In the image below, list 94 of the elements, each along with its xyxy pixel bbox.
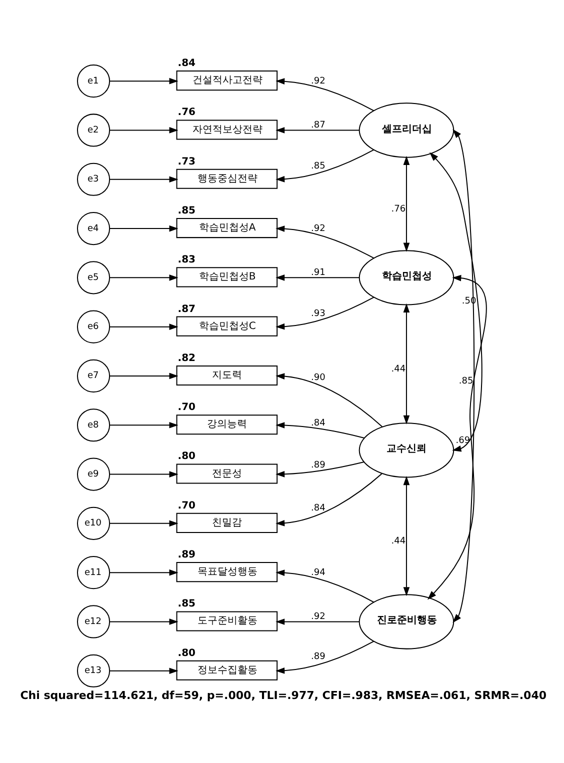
arrow: [110, 668, 178, 674]
arrow: [110, 78, 178, 84]
arrow: [110, 618, 178, 625]
node-box: 자연적보상전략: [176, 120, 278, 140]
edge-label: .85: [311, 162, 326, 172]
node-label: .73: [178, 156, 196, 168]
caption: Chi squared=114.621, df=59, p=.000, TLI=.977, CFI=.983, RMSEA=.061, SRMR=.040: [20, 688, 547, 702]
arrow: [276, 618, 360, 625]
node-label: .85: [178, 598, 196, 610]
arrow: [110, 176, 178, 183]
node-circle: e5: [76, 261, 110, 294]
arrow: [276, 570, 374, 603]
node-box: 지도력: [176, 365, 278, 386]
node-circle: e2: [76, 114, 110, 147]
edge-label: .87: [311, 120, 326, 130]
arrow: [430, 152, 482, 452]
arrow: [276, 640, 374, 674]
arrow: [110, 225, 178, 232]
edge-label: .93: [311, 309, 326, 319]
edge-label: .90: [311, 373, 326, 384]
node-label: .83: [178, 254, 196, 266]
node-label: .76: [178, 107, 196, 118]
arrow: [276, 127, 360, 134]
node-circle: e1: [76, 64, 110, 98]
node-box: 도구준비활동: [176, 611, 278, 632]
arrow: [110, 127, 178, 134]
edge-label: .89: [311, 652, 326, 662]
arrow: [110, 520, 178, 527]
node-ellipse: 진로준비행동: [358, 594, 454, 650]
node-box: 친밀감: [176, 512, 278, 533]
edge-label: .84: [311, 418, 326, 428]
arrow: [110, 422, 178, 428]
node-circle: e6: [76, 310, 110, 344]
arrow: [110, 471, 178, 478]
arrow: [276, 422, 364, 438]
node-box: 학습민첩성B: [176, 267, 278, 288]
edge-label: .91: [311, 268, 326, 278]
node-ellipse: 학습민첩성: [358, 250, 454, 306]
node-box: 목표달성행동: [176, 562, 278, 582]
node-label: .84: [178, 58, 196, 70]
node-label: .85: [178, 205, 196, 216]
arrow: [276, 462, 364, 478]
arrow: [403, 156, 410, 252]
arrow: [276, 274, 360, 281]
node-ellipse: 셀프리더십: [358, 102, 454, 158]
node-label: .70: [178, 402, 196, 414]
edge-label: .85: [458, 376, 474, 386]
edge-label: .84: [311, 504, 326, 514]
arrow: [276, 373, 383, 428]
edge-label: .94: [311, 568, 326, 578]
edge-label: .44: [391, 364, 406, 375]
node-label: .87: [178, 304, 196, 315]
node-box: 강의능력: [176, 414, 278, 435]
arrow: [403, 303, 410, 424]
arrow: [276, 149, 374, 182]
node-box: 정보수집활동: [176, 660, 278, 680]
node-label: .70: [178, 500, 196, 512]
node-box: 학습민첩성C: [176, 316, 278, 336]
edge-label: .92: [311, 224, 326, 234]
node-label: .80: [178, 648, 196, 659]
edge-label: .76: [391, 204, 406, 214]
arrow: [403, 476, 410, 596]
node-circle: e13: [76, 654, 110, 688]
node-box: 학습민첩성A: [176, 218, 278, 238]
node-circle: e8: [76, 408, 110, 442]
arrow: [427, 274, 487, 600]
arrow: [110, 274, 178, 281]
edge-label: .89: [311, 460, 326, 470]
edge-label: .44: [391, 536, 406, 547]
arrow: [276, 296, 374, 330]
edge-label: .69: [456, 436, 470, 446]
edge-label: .92: [311, 612, 326, 622]
edge-label: .92: [311, 76, 326, 86]
arrow: [276, 473, 382, 526]
node-box: 전문성: [176, 464, 278, 484]
node-circle: e12: [76, 605, 110, 638]
node-ellipse: 교수신뢰: [358, 422, 454, 478]
arrow: [110, 372, 178, 380]
arrow: [110, 324, 178, 330]
arrow: [110, 569, 178, 576]
node-label: .89: [178, 550, 196, 561]
node-circle: e9: [76, 458, 110, 491]
node-circle: e11: [76, 556, 110, 590]
arrow: [276, 226, 374, 259]
arrow: [276, 78, 374, 112]
node-box: 건설적사고전략: [176, 70, 278, 91]
node-label: .80: [178, 451, 196, 462]
node-circle: e10: [76, 506, 110, 540]
node-circle: e3: [76, 162, 110, 196]
node-circle: e7: [76, 359, 110, 393]
node-box: 행동중심전략: [176, 168, 278, 189]
node-label: .82: [178, 352, 196, 364]
arrow: [452, 129, 475, 623]
node-circle: e4: [76, 212, 110, 246]
